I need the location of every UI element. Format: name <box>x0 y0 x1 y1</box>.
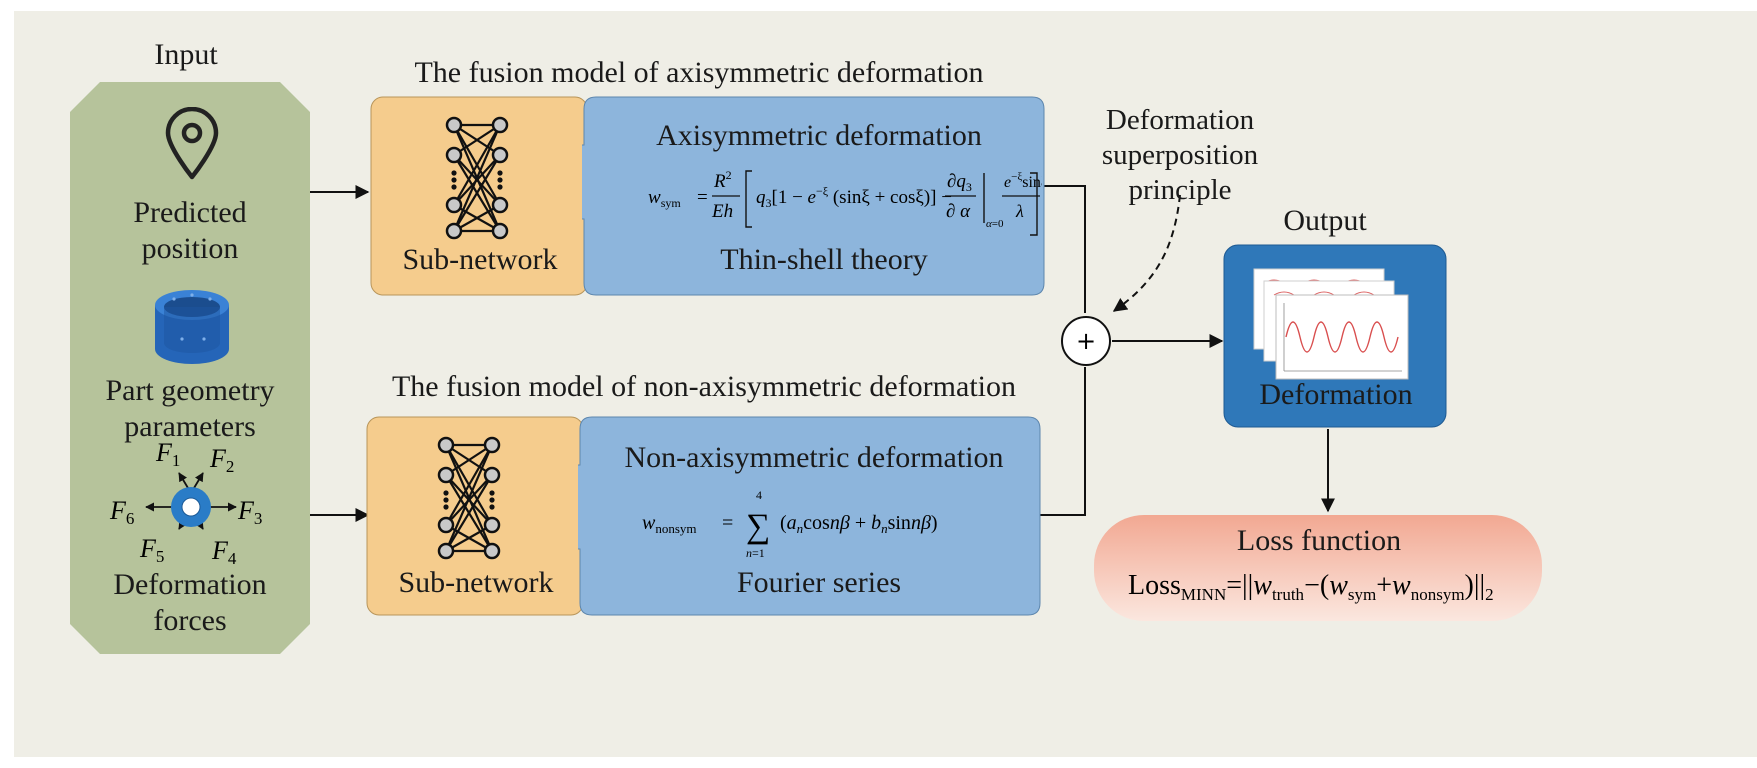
input-panel <box>70 82 310 654</box>
svg-text:wnonsym: wnonsym <box>642 512 697 536</box>
svg-text:=: = <box>697 187 708 208</box>
axisym-neural-network-icon <box>445 116 509 240</box>
part-geometry-line-1: Part geometry <box>105 374 275 407</box>
svg-text:wsym: wsym <box>648 187 681 210</box>
svg-text:4: 4 <box>756 488 762 502</box>
superposition-line-3: principle <box>1128 174 1232 206</box>
deformation-plots-icon <box>1253 268 1409 380</box>
axisym-theory-label: Thin-shell theory <box>720 243 928 276</box>
predicted-position-line-2: position <box>141 232 239 265</box>
nonaxisym-heading: Non-axisymmetric deformation <box>624 441 1004 474</box>
superposition-line-2: superposition <box>1101 139 1259 171</box>
nonaxisym-subnetwork-label: Sub-network <box>398 566 554 599</box>
svg-text:n=1: n=1 <box>746 546 765 560</box>
connectors <box>310 185 1335 522</box>
force-F4: F4 <box>211 536 237 565</box>
force-F5: F5 <box>139 534 164 565</box>
svg-text:LossMINN=||wtruth−(wsym+wnonsy: LossMINN=||wtruth−(wsym+wnonsym)||2 <box>1128 570 1494 604</box>
axisym-formula-bracket <box>1030 172 1038 236</box>
loss-function-formula: LossMINN=||wtruth−(wsym+wnonsym)||2 <box>1128 570 1494 604</box>
nonaxisym-model-title: The fusion model of non-axisymmetric def… <box>391 370 1016 403</box>
svg-text:=: = <box>722 512 733 534</box>
superposition-line-1: Deformation <box>1105 104 1255 136</box>
force-F2: F2 <box>209 444 234 476</box>
predicted-position-line-1: Predicted <box>133 196 247 229</box>
svg-text:α=0: α=0 <box>986 218 1004 230</box>
nonaxisym-theory-panel <box>578 416 1041 616</box>
sum-node: + <box>1061 316 1111 366</box>
svg-text:q3[1 − e−ξ (sinξ + cosξ)] −: q3[1 − e−ξ (sinξ + cosξ)] − <box>756 184 952 210</box>
plus-icon: + <box>1076 327 1096 355</box>
loss-function-title: Loss function <box>1236 524 1402 557</box>
deformation-forces-label: Deformation forces <box>90 567 290 639</box>
axisym-model-title: The fusion model of axisymmetric deforma… <box>414 56 984 89</box>
loss-function-box <box>1094 515 1542 621</box>
location-pin-icon <box>165 107 219 180</box>
axisym-subnetwork-label: Sub-network <box>402 243 558 276</box>
svg-text:∑: ∑ <box>746 508 770 545</box>
deformation-forces-icon: F1 F2 F3 F4 F5 F6 <box>109 438 262 565</box>
axisym-heading: Axisymmetric deformation <box>656 119 982 152</box>
svg-text:∂q3: ∂q3 <box>947 171 972 194</box>
nonaxisym-theory-label: Fourier series <box>736 566 902 599</box>
cylinder-part-icon <box>155 290 229 364</box>
axisym-theory-panel <box>582 96 1045 296</box>
input-title: Input <box>154 38 218 71</box>
svg-text:λ: λ <box>1015 201 1024 221</box>
svg-text:R2: R2 <box>713 168 732 192</box>
output-box-label: Deformation <box>1259 378 1413 411</box>
nonaxisym-formula: wnonsym = ∑ 4 n=1 (ancosnβ + bnsinnβ) <box>642 488 938 560</box>
force-F6: F6 <box>109 496 134 528</box>
diagram-canvas: Input Predicted position Part geometry p… <box>14 11 1757 757</box>
part-geometry-line-2: parameters <box>124 410 256 443</box>
superposition-label: Deformation superposition principle <box>1072 103 1288 208</box>
output-title: Output <box>1283 204 1367 237</box>
deformation-forces-line-2: forces <box>153 604 227 637</box>
svg-text:(ancosnβ + bnsinnβ): (ancosnβ + bnsinnβ) <box>780 512 938 536</box>
svg-text:∂ α: ∂ α <box>946 201 971 222</box>
line-axisym-to-sum <box>1043 185 1086 313</box>
part-geometry-label: Part geometry parameters <box>80 373 300 445</box>
deformation-forces-line-1: Deformation <box>113 568 267 601</box>
force-F1: F1 <box>155 438 180 470</box>
arrow-superposition-dashed <box>1112 194 1181 312</box>
nonaxisym-neural-network-icon <box>437 436 501 560</box>
svg-text:Eh: Eh <box>711 201 733 222</box>
line-nonaxisym-to-sum <box>1040 367 1086 516</box>
predicted-position-label: Predicted position <box>100 195 280 267</box>
force-F3: F3 <box>237 496 262 528</box>
axisym-formula: wsym = R2 Eh q3[1 − e−ξ (sinξ + cosξ)] −… <box>648 168 1042 230</box>
